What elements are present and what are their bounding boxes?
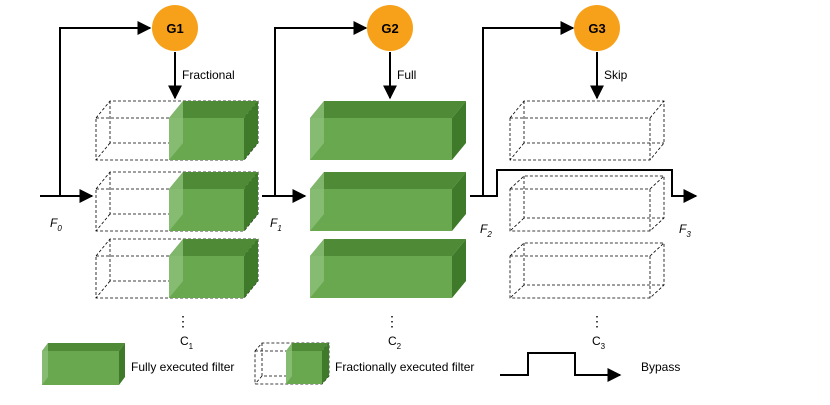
gate-g1-decision-label: Fractional	[182, 68, 235, 82]
gate-g2	[367, 5, 413, 51]
feature-f0-label: F0	[50, 216, 62, 233]
gate-g3-label: G3	[588, 21, 605, 36]
legend-full-swatch	[42, 343, 125, 385]
ellipsis-c2: ⋮	[385, 313, 399, 329]
legend-bypass-label: Bypass	[641, 360, 680, 374]
column-2: G2 Full ⋮ C2 F1	[262, 5, 466, 351]
filter-c3-1	[509, 100, 665, 161]
legend-bypass-symbol	[500, 352, 622, 382]
filter-c1-1	[95, 100, 259, 161]
legend: Fully executed filter Fractionally execu…	[42, 342, 680, 385]
legend-full-label: Fully executed filter	[131, 360, 234, 374]
gate-g1-label: G1	[166, 21, 183, 36]
filter-c3-2	[509, 175, 665, 232]
ellipsis-c3: ⋮	[590, 313, 604, 329]
filter-c2-2	[310, 172, 466, 231]
input-arrow-to-g1	[40, 21, 152, 197]
layer-c3-label: C3	[592, 334, 606, 351]
feature-f1-label: F1	[270, 216, 282, 233]
filter-c1-3	[95, 238, 259, 299]
layer-c1-label: C1	[180, 334, 194, 351]
gate-g2-decision-label: Full	[397, 68, 416, 82]
legend-fractional-swatch	[254, 342, 330, 385]
filter-c2-1	[310, 101, 466, 160]
column-3: G3 Skip ⋮ C3 F2 F3	[470, 5, 698, 351]
filter-c1-2	[95, 171, 259, 232]
filter-c3-3	[509, 242, 665, 299]
ellipsis-c1: ⋮	[176, 313, 190, 329]
gate-g3	[574, 5, 620, 51]
feature-f3-label: F3	[679, 222, 691, 239]
feature-f2-label: F2	[480, 222, 492, 239]
gate-g1	[152, 5, 198, 51]
gate-g3-decision-label: Skip	[604, 68, 628, 82]
gate-g2-label: G2	[381, 21, 398, 36]
legend-fractional-label: Fractionally executed filter	[335, 360, 474, 374]
filter-c2-3	[310, 239, 466, 298]
bypass-path	[470, 169, 698, 203]
column-1: G1 Fractional	[40, 5, 259, 351]
layer-c2-label: C2	[388, 334, 402, 351]
